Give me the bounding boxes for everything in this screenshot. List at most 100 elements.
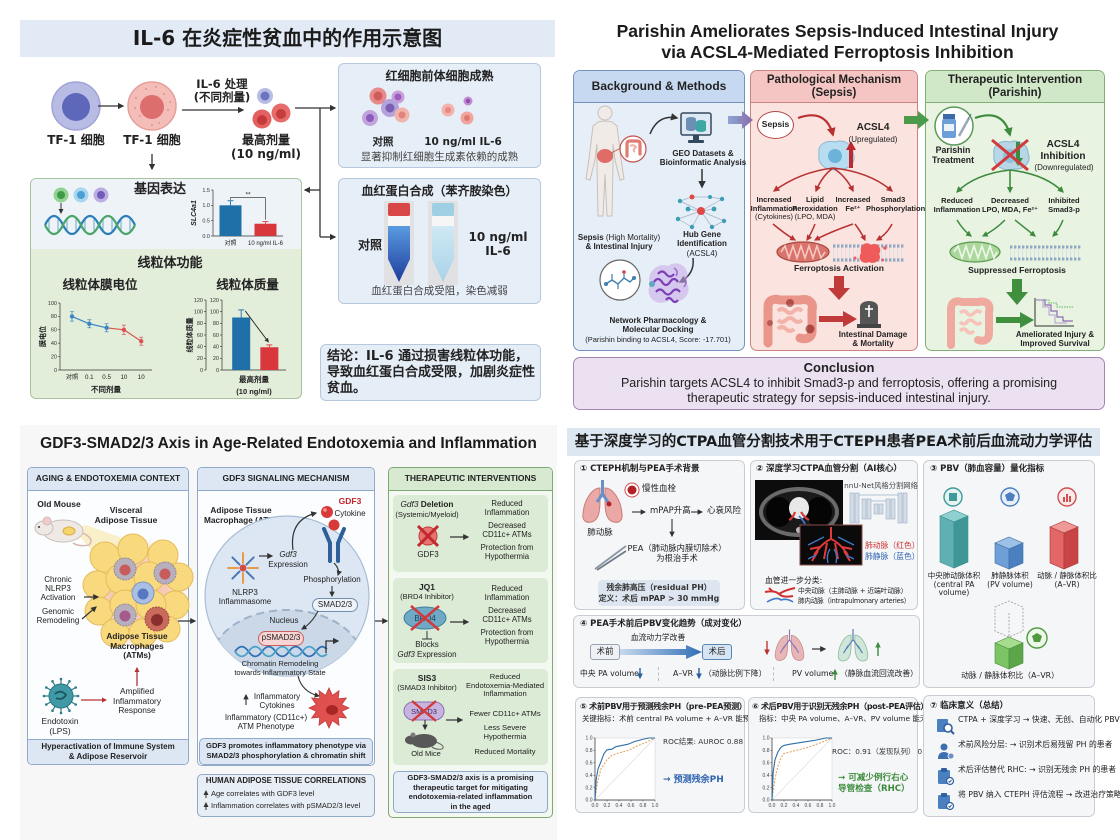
column-header-bg: [28, 468, 188, 491]
blocks-label: Blocks: [415, 640, 439, 649]
y-tick-label: 120: [194, 298, 203, 304]
arrow-down-icon: [637, 668, 643, 680]
y-tick-label: 80: [213, 321, 219, 327]
x-tick-label: 0.2: [781, 803, 788, 809]
box4-title: ④ PEA手术前后PBV变化趋势（成对变化）: [580, 619, 747, 629]
vessel-tree-icon: [764, 587, 796, 603]
box6-roc-results: ROC：0.91（发现队列） 0.88（验证队列）: [832, 747, 978, 756]
arrow-down-icon: [148, 154, 156, 171]
inflammatory-cytokines-label: Inflammatory Cytokines: [253, 692, 301, 711]
box6-takeaway: → 可减少例行右心 导管检查（RHC）: [838, 773, 910, 794]
arrow-up-icon: [875, 641, 881, 656]
y-tick-label: 40: [51, 341, 57, 347]
data-point: [139, 338, 144, 344]
box1-title: ① CTEPH机制与PEA手术背景: [580, 464, 700, 474]
old-mouse-icon: [34, 516, 92, 547]
old-mouse-label: Old Mouse: [37, 499, 81, 509]
roc-curve: [594, 737, 655, 801]
curved-arrow-icon: [974, 114, 1013, 137]
intervention-outcome: Reduced Inflammation: [484, 499, 530, 517]
reference-line: [771, 737, 833, 801]
arrow-down-icon: [669, 519, 675, 538]
human-correlation-item: Age correlates with GDF3 level: [211, 789, 315, 798]
arrow-diagonal-icon: [81, 606, 97, 620]
ameliorated-injury-label: Ameliorated Injury & Improved Survival: [1015, 330, 1095, 349]
gdf3-cytokine-icon: [321, 506, 333, 518]
smad3-inhibited-icon: SMAD3: [403, 700, 445, 722]
pv-volume-cube: [994, 536, 1024, 570]
upregulated-cell-icon: [818, 140, 856, 171]
y-tick-label: 1.0: [586, 736, 593, 742]
geo-analysis-label: GEO Datasets & Bioinformatic Analysis: [659, 149, 747, 168]
y-axis-label: 膜电位: [38, 326, 47, 348]
il6-conclusion-box: [320, 344, 541, 401]
il6-conclusion-text: 结论：IL-6 通过损害线粒体功能，导致血红蛋白合成受限，加剧炎症性贫血。: [327, 349, 536, 396]
decrease-arrow: [244, 310, 269, 343]
intact-membrane-icon: [1010, 245, 1082, 261]
healthy-intestine-icon: [947, 297, 994, 349]
line-segment: [123, 329, 142, 342]
mpap-label: mPAP升高: [650, 506, 691, 516]
endotoxin-lps-icon: [42, 677, 80, 715]
membrane-potential-title: 线粒体膜电位: [62, 277, 138, 292]
curved-arrow-icon: [333, 562, 342, 577]
old-mice-label: Old Mice: [411, 749, 441, 758]
arrow-down-icon: [764, 641, 770, 656]
tf1-cell-label: TF-1 细胞: [47, 133, 105, 147]
metric-label-pv: 肺静脉体积 (PV volume): [987, 571, 1033, 589]
old-mice-icon: [405, 732, 444, 750]
parishin-conclusion-title: Conclusion: [803, 360, 875, 375]
ruptured-membrane-icon: [833, 243, 905, 263]
x-tick-label: 0.6: [628, 803, 635, 809]
data-point: [87, 321, 92, 326]
y-tick-label: 0: [54, 368, 57, 374]
box7-title: ⑦ 临床意义（总结）: [930, 701, 1009, 711]
intervention-outcome: Decreased CD11c+ ATMs: [482, 606, 532, 624]
y-tick-label: 0.6: [586, 761, 593, 767]
x-axis-label: 最高剂量: [239, 374, 269, 384]
column-header-bg: [574, 71, 744, 103]
hemoglobin-title: 血红蛋白合成（苯齐胺染色）: [361, 184, 518, 198]
acsl4-label: ACSL4: [856, 122, 890, 133]
pulmonary-artery-label: 肺动脉: [587, 528, 613, 538]
y-tick-label: 20: [197, 356, 203, 362]
tombstone-icon: [857, 301, 881, 328]
arrow-right-icon: [98, 102, 125, 110]
column-footer-bg: [28, 739, 188, 764]
chronic-nlrp3-label: Chronic NLRP3 Activation: [40, 575, 76, 603]
x-tick-label: 0.0: [769, 803, 776, 809]
sepsis-trigger-circle: Sepsis: [757, 111, 794, 139]
y-tick-label: 0.4: [763, 773, 770, 779]
category-label: 0.5: [102, 374, 111, 381]
y-tick-label: 40: [213, 344, 219, 350]
roc-curve: [594, 737, 656, 801]
human-correlations-title: HUMAN ADIPOSE TISSUE CORRELATIONS: [205, 776, 367, 785]
inhibited-cell-icon: [991, 138, 1030, 172]
arrow-up-icon: [243, 693, 249, 705]
significance-bracket: [230, 197, 266, 220]
converging-arrows: [772, 223, 893, 242]
arrow-down-icon: [698, 169, 706, 189]
maturation-title: 红细胞前体细胞成熟: [385, 69, 494, 83]
pre-surgery-lungs-icon: [774, 629, 805, 661]
receptor-icon: [322, 519, 346, 563]
primed-cell-label: TF-1 细胞: [123, 133, 181, 147]
vein-icon: [1026, 627, 1048, 649]
nnunet-label: nnU-Net风格分割网络: [844, 481, 918, 490]
y-tick-label: 80: [197, 321, 203, 327]
arrow-right-icon: [450, 534, 470, 540]
survival-curve-icon: [1034, 298, 1074, 327]
post-surgery-lungs-icon: [837, 629, 869, 662]
y-tick-label: 1.0: [763, 736, 770, 742]
hemoglobin-treated-label: 10 ng/ml IL-6: [468, 230, 528, 258]
box6-description: 指标：中央 PA volume、A–VR、PV volume 能无创识别“无残余…: [759, 714, 1007, 723]
pv-volume-icon: [1000, 487, 1020, 507]
human-correlation-item: Inflammation correlates with pSMAD2/3 le…: [211, 801, 361, 810]
therapeutic-intervention-header: Therapeutic Intervention (Parishin): [947, 73, 1083, 99]
column-header-bg: [926, 71, 1104, 103]
data-point: [104, 325, 109, 330]
phosphorylation-label: Phosphorylation: [303, 575, 361, 584]
arrow-right-icon: [84, 594, 100, 600]
metric-label-central-pa: 中央肺动脉体积 (central PA volume): [927, 571, 981, 598]
